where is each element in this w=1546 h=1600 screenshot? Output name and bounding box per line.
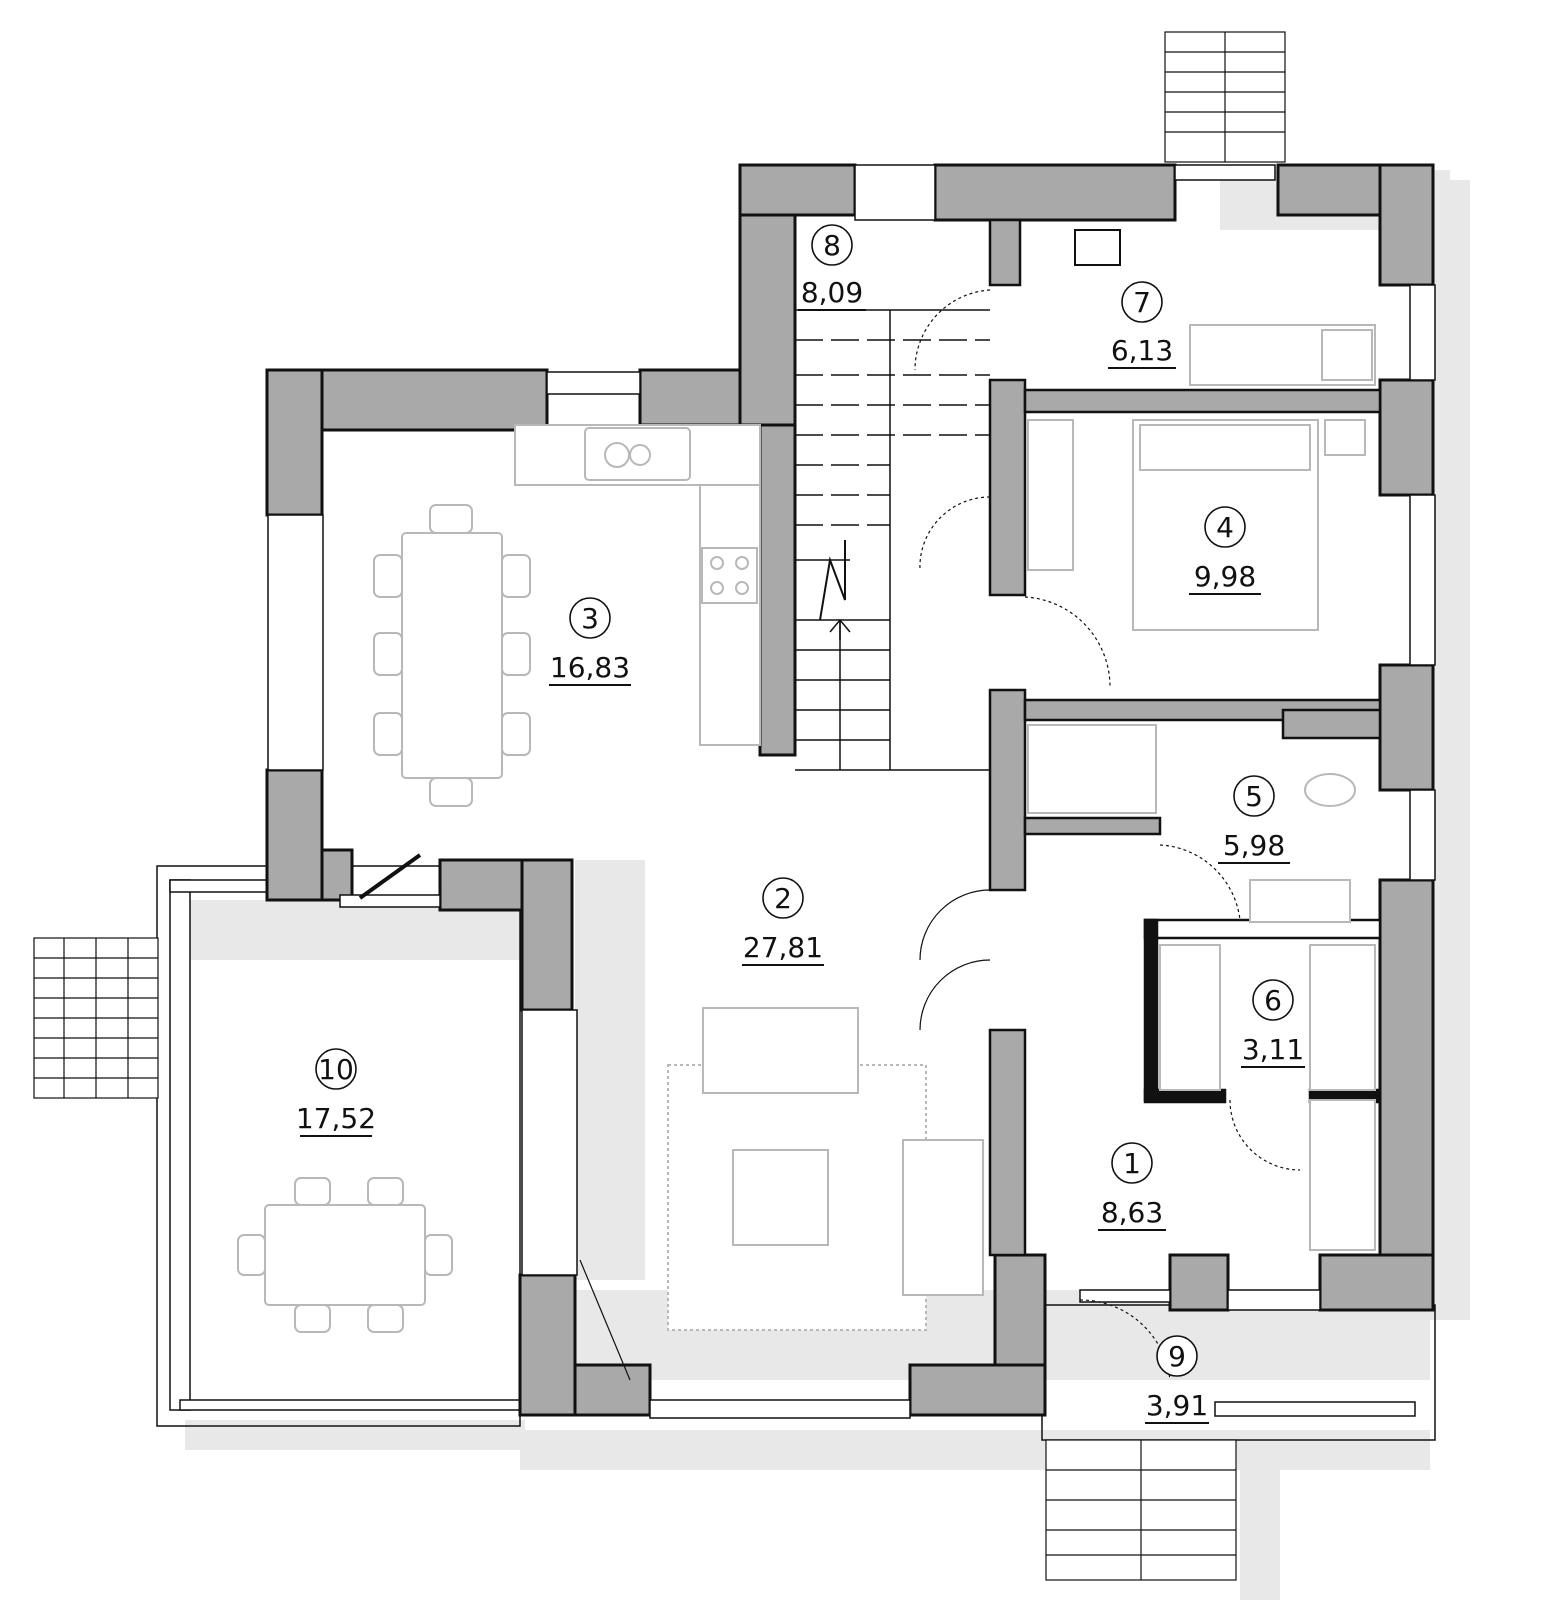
- windows: [267, 164, 1436, 1419]
- room-number-3: 3: [581, 602, 599, 635]
- room-number-9: 9: [1168, 1340, 1186, 1373]
- room-label-7: 7 6,13: [1108, 281, 1176, 369]
- room-number-1: 1: [1123, 1147, 1141, 1180]
- terrace-10: [156, 865, 521, 1427]
- interior-staircase: [795, 309, 990, 771]
- dining-table-3: [373, 504, 531, 807]
- room-area-7: 6,13: [1111, 334, 1173, 367]
- room-number-6: 6: [1264, 984, 1282, 1017]
- bathroom-furniture: [1027, 724, 1356, 923]
- room-label-8: 8 8,09: [798, 224, 866, 311]
- room-number-8: 8: [823, 229, 841, 262]
- room-number-10: 10: [318, 1053, 354, 1086]
- room-label-9: 9 3,91: [1145, 1335, 1209, 1424]
- exterior-stairs-bottom: [1045, 1439, 1237, 1581]
- closet-6: [1159, 944, 1376, 1251]
- room-area-6: 3,11: [1242, 1033, 1304, 1066]
- room-label-2: 2 27,81: [742, 877, 824, 966]
- room-number-5: 5: [1245, 780, 1263, 813]
- room-number-7: 7: [1133, 286, 1151, 319]
- room-label-6: 6 3,11: [1241, 979, 1305, 1068]
- room-area-3: 16,83: [550, 651, 630, 684]
- room-label-1: 1 8,63: [1098, 1142, 1166, 1231]
- room-area-10: 17,52: [296, 1102, 376, 1135]
- room-area-5: 5,98: [1223, 829, 1285, 862]
- room-number-4: 4: [1216, 511, 1234, 544]
- room-area-9: 3,91: [1146, 1389, 1208, 1422]
- room-area-4: 9,98: [1194, 560, 1256, 593]
- room-label-4: 4 9,98: [1189, 506, 1261, 595]
- room-number-2: 2: [774, 882, 792, 915]
- exterior-stairs-top: [1164, 31, 1286, 163]
- utility-furniture: [1074, 229, 1376, 386]
- room-label-5: 5 5,98: [1218, 775, 1290, 864]
- interior-walls: [988, 218, 1382, 1257]
- living-furniture: [667, 1007, 984, 1331]
- exterior-stairs-left: [33, 937, 159, 1099]
- terrace-furniture: [237, 1177, 453, 1333]
- room-label-10: 10 17,52: [296, 1048, 376, 1137]
- room-area-8: 8,09: [801, 276, 863, 309]
- bedroom-furniture: [1027, 419, 1366, 631]
- room-label-3: 3 16,83: [549, 597, 631, 686]
- room-area-1: 8,63: [1101, 1196, 1163, 1229]
- kitchen-counter: [514, 424, 761, 746]
- room-area-2: 27,81: [743, 931, 823, 964]
